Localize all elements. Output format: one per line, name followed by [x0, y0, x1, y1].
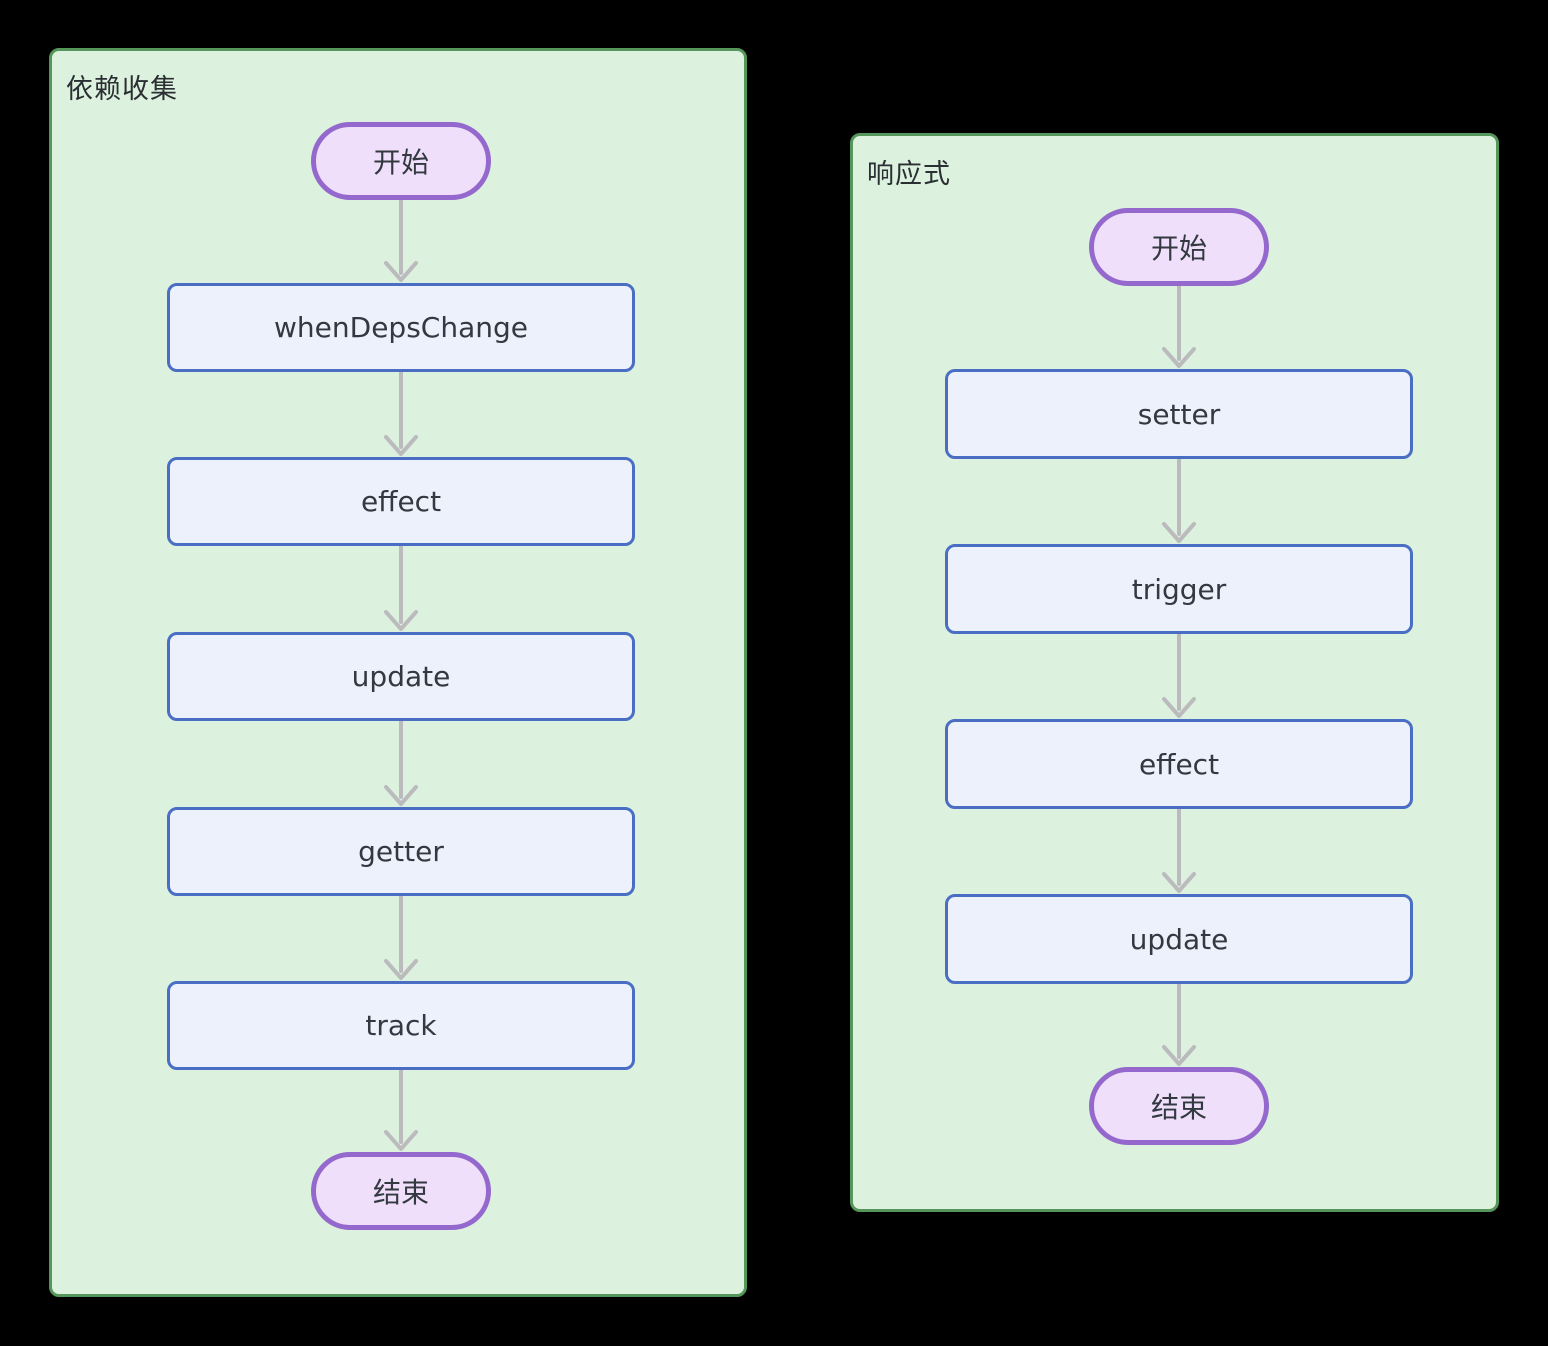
- flow-node-reactive-trigger: trigger: [945, 544, 1413, 634]
- subgraph-dependency-collection: 依赖收集 开始 whenDepsChange effect update getter t…: [49, 48, 747, 1297]
- flow-node-reactive-update: update: [945, 894, 1413, 984]
- flow-node-reactive-setter: setter: [945, 369, 1413, 459]
- flow-node-deps-track: track: [167, 981, 635, 1070]
- flow-node-label: update: [1129, 922, 1229, 956]
- flow-node-label: setter: [1137, 397, 1221, 431]
- flow-arrow-down-icon: [384, 200, 418, 282]
- flow-node-reactive-end: 结束: [1089, 1067, 1269, 1145]
- flow-arrow-down-icon: [384, 896, 418, 980]
- flow-node-label: effect: [1138, 747, 1220, 781]
- flow-node-label: effect: [360, 485, 442, 518]
- flow-node-label: 开始: [372, 146, 429, 179]
- flow-node-reactive-start: 开始: [1089, 208, 1269, 286]
- flow-arrow-down-icon: [384, 721, 418, 806]
- flow-node-label: 结束: [372, 1176, 429, 1209]
- flow-arrow-down-icon: [1162, 984, 1196, 1066]
- flow-arrow-down-icon: [1162, 286, 1196, 368]
- flow-arrow-down-icon: [1162, 634, 1196, 718]
- flow-node-deps-getter: getter: [167, 807, 635, 896]
- flow-arrow-down-icon: [384, 546, 418, 631]
- flow-node-label: 开始: [1150, 232, 1207, 265]
- flow-arrow-down-icon: [1162, 809, 1196, 893]
- flow-node-deps-end: 结束: [311, 1152, 491, 1230]
- flow-node-deps-effect: effect: [167, 457, 635, 546]
- flow-node-label: whenDepsChange: [274, 311, 528, 344]
- flow-node-deps-start: 开始: [311, 122, 491, 200]
- flow-arrow-down-icon: [384, 372, 418, 456]
- subgraph-reactivity: 响应式 开始 setter trigger effect update 结束: [850, 133, 1499, 1212]
- flow-node-reactive-effect: effect: [945, 719, 1413, 809]
- subgraph-title-reactivity: 响应式: [867, 159, 951, 190]
- flow-node-label: trigger: [1131, 572, 1227, 606]
- flow-node-deps-when-deps-change: whenDepsChange: [167, 283, 635, 372]
- flow-arrow-down-icon: [1162, 459, 1196, 543]
- flow-node-label: getter: [358, 835, 444, 868]
- flow-node-label: 结束: [1150, 1091, 1207, 1124]
- flow-arrow-down-icon: [384, 1070, 418, 1151]
- flow-node-label: track: [365, 1009, 437, 1042]
- flow-node-deps-update: update: [167, 632, 635, 721]
- subgraph-title-dependency-collection: 依赖收集: [66, 74, 178, 105]
- flow-node-label: update: [351, 660, 451, 693]
